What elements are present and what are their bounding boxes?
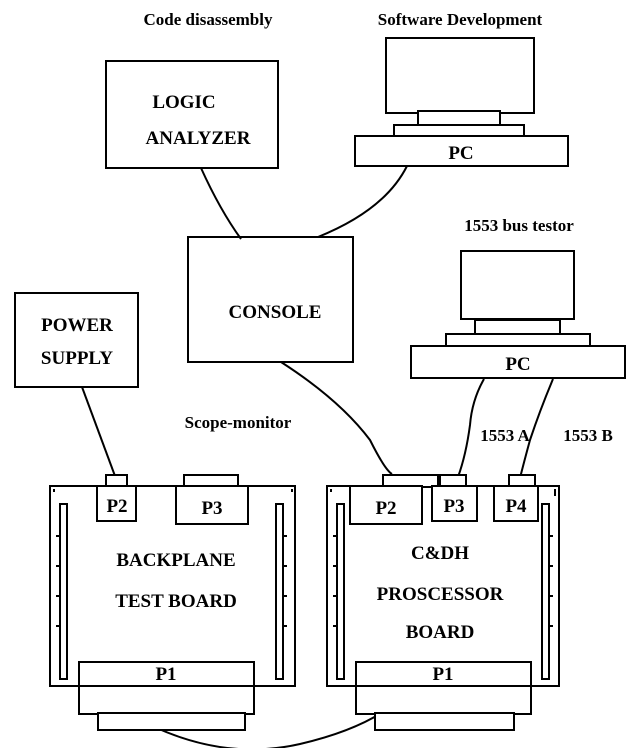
logic-analyzer-label-2: ANALYZER (146, 128, 251, 149)
left-edge-ticks (333, 535, 337, 627)
pc-chassis (410, 345, 626, 379)
logic-analyzer-label-1: LOGIC (152, 92, 215, 113)
p1-interconnect-cable (158, 704, 394, 748)
bus-b-caption: 1553 B (563, 426, 613, 445)
logic-analyzer: LOGIC ANALYZER (105, 60, 279, 169)
board-outline (49, 485, 296, 687)
console: CONSOLE (187, 236, 354, 363)
processor-p3-connector (431, 485, 478, 522)
monitor-screen (385, 37, 535, 114)
software-development-caption: Software Development (378, 10, 543, 29)
scope-monitor-caption: Scope-monitor (185, 413, 292, 432)
left-edge-ticks (56, 535, 60, 627)
code-disassembly-caption: Code disassembly (144, 10, 273, 29)
power-supply-label-2: SUPPLY (41, 348, 113, 369)
logic-analyzer-console-cable (200, 167, 242, 240)
pc-right-label: PC (505, 354, 530, 375)
processor-p3-label: P3 (443, 496, 464, 517)
right-edge-ticks (549, 535, 553, 627)
bus-tester-pc: PC (410, 250, 626, 379)
monitor-screen (460, 250, 575, 320)
processor-label-3: BOARD (406, 622, 475, 643)
backplane-p3-connector (175, 485, 249, 525)
power-supply-label-1: POWER (41, 315, 113, 336)
console-pc-cable (317, 165, 408, 238)
backplane-label-2: TEST BOARD (115, 591, 237, 612)
backplane-p1-plug (97, 712, 246, 731)
bus-b-cable (519, 378, 554, 479)
bus-a-cable (457, 378, 485, 478)
cdh-processor-board: P2 P3 P4 C&DH PROSCESSOR BOARD P1 (326, 474, 560, 731)
processor-label-2: PROSCESSOR (377, 584, 504, 605)
power-supply: POWER SUPPLY (14, 292, 139, 388)
processor-p2-label: P2 (375, 498, 396, 519)
right-edge-ticks (283, 535, 287, 627)
backplane-p1-label: P1 (155, 664, 176, 685)
console-processor-p2-cable (280, 361, 393, 475)
backplane-label-1: BACKPLANE (116, 550, 235, 571)
right-card-edge (275, 503, 284, 680)
processor-p4-label: P4 (505, 496, 527, 517)
bus-a-caption: 1553 A (480, 426, 530, 445)
left-card-edge (336, 503, 345, 680)
left-card-edge (59, 503, 68, 680)
processor-p1-connector (355, 661, 532, 715)
software-development-pc: PC (354, 37, 569, 167)
processor-label-1: C&DH (411, 543, 469, 564)
processor-p2-connector (349, 485, 423, 525)
backplane-p2-label: P2 (106, 496, 127, 517)
processor-p4-connector (493, 485, 539, 522)
pc-top-label: PC (448, 143, 473, 164)
processor-p1-plug (374, 712, 515, 731)
processor-p1-label: P1 (432, 664, 453, 685)
monitor-neck (417, 110, 501, 127)
backplane-p3-label: P3 (201, 498, 222, 519)
pc-chassis (354, 135, 569, 167)
right-card-edge (541, 503, 550, 680)
backplane-p1-connector (78, 661, 255, 715)
bus-tester-caption: 1553 bus testor (464, 216, 574, 235)
backplane-test-board: P2 P3 BACKPLANE TEST BOARD P1 (49, 474, 296, 731)
monitor-base (445, 333, 591, 347)
monitor-neck (474, 319, 561, 336)
backplane-p2-connector (96, 485, 137, 522)
console-label: CONSOLE (229, 302, 322, 323)
power-supply-cable (81, 386, 116, 477)
